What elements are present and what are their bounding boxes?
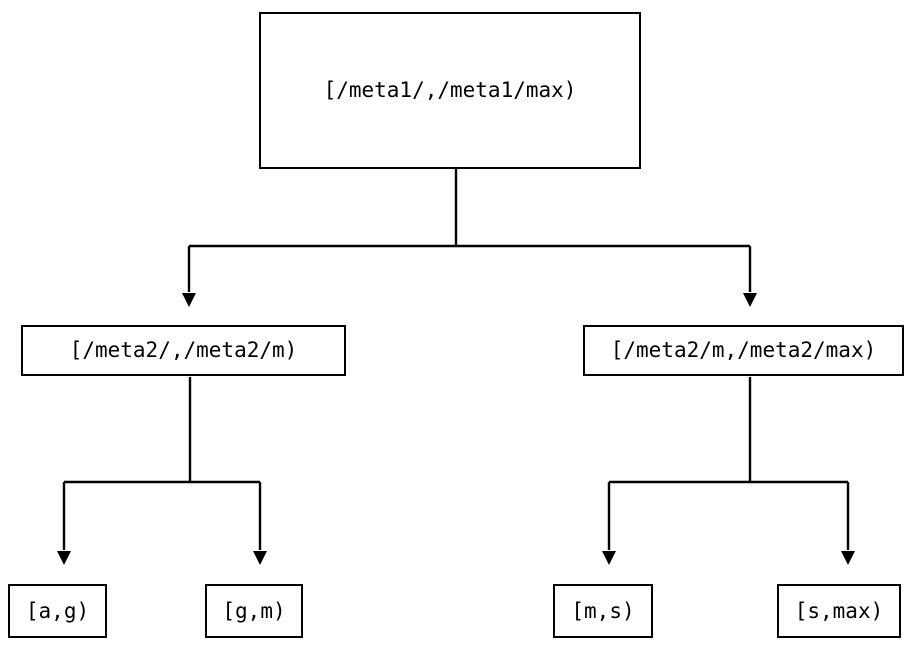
edge-root-to-level1 — [182, 169, 757, 307]
tree-node-leaf-0[interactable]: [a,g) — [8, 584, 107, 638]
tree-node-root[interactable]: [/meta1/,/meta1/max) — [259, 12, 641, 169]
arrowhead-to-leaf-3 — [841, 551, 855, 565]
tree-node-leaf-2[interactable]: [m,s) — [553, 584, 653, 638]
tree-node-root-label: [/meta1/,/meta1/max) — [323, 78, 577, 102]
tree-node-left-inner[interactable]: [/meta2/,/meta2/m) — [21, 325, 346, 376]
tree-node-leaf-0-label: [a,g) — [25, 598, 90, 623]
tree-node-leaf-3-label: [s,max) — [794, 598, 884, 623]
edge-right-inner-to-leaves — [602, 377, 855, 565]
tree-node-leaf-1-label: [g,m) — [222, 598, 286, 623]
tree-node-leaf-1[interactable]: [g,m) — [205, 584, 303, 638]
arrowhead-to-right-inner — [743, 293, 757, 307]
tree-node-right-inner-label: [/meta2/m,/meta2/max) — [610, 338, 877, 362]
tree-node-right-inner[interactable]: [/meta2/m,/meta2/max) — [583, 325, 904, 376]
arrowhead-to-leaf-1 — [253, 551, 267, 565]
arrowhead-to-leaf-2 — [602, 551, 616, 565]
tree-node-leaf-3[interactable]: [s,max) — [777, 584, 901, 638]
tree-node-left-inner-label: [/meta2/,/meta2/m) — [69, 338, 298, 362]
edge-left-inner-to-leaves — [57, 377, 267, 565]
arrowhead-to-left-inner — [182, 293, 196, 307]
arrowhead-to-leaf-0 — [57, 551, 71, 565]
tree-node-leaf-2-label: [m,s) — [571, 598, 635, 623]
